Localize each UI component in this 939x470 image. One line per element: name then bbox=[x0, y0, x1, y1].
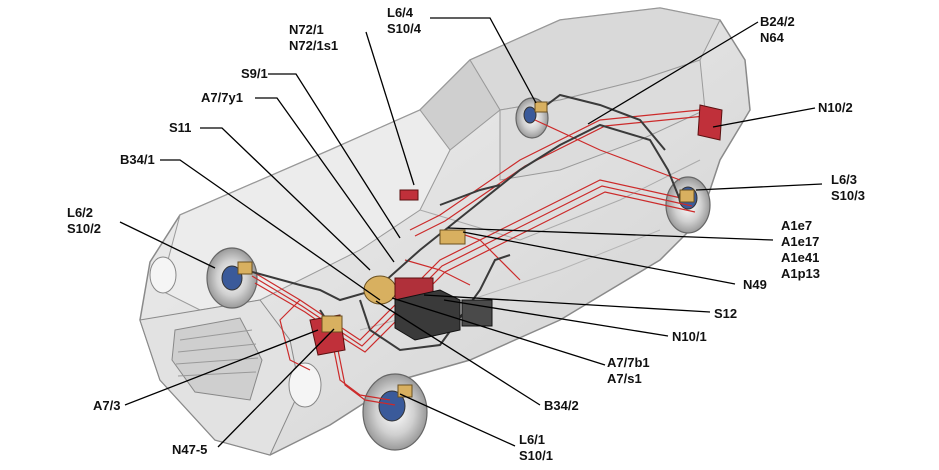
sensor-rr bbox=[679, 189, 695, 203]
label-l6-1: L6/1 S10/1 bbox=[519, 432, 553, 464]
wheel-front-right bbox=[362, 373, 428, 451]
dash-unit bbox=[439, 229, 466, 245]
label-a7-3: A7/3 bbox=[93, 398, 121, 413]
label-a1-line3: A1e41 bbox=[781, 250, 820, 265]
sensor-rl bbox=[534, 101, 548, 113]
n72-switch bbox=[399, 189, 419, 201]
label-s9-1: S9/1 bbox=[241, 66, 268, 81]
components bbox=[237, 101, 723, 398]
label-n72-1-line2: N72/1s1 bbox=[289, 38, 339, 53]
label-l6-4-line1: L6/4 bbox=[387, 5, 414, 20]
label-l6-3-line2: S10/3 bbox=[831, 188, 865, 203]
label-l6-2-line1: L6/2 bbox=[67, 205, 94, 220]
label-l6-4: L6/4 S10/4 bbox=[387, 5, 421, 37]
label-n47-5: N47-5 bbox=[172, 442, 208, 457]
wheel-front-left bbox=[206, 247, 258, 309]
rear-sam-unit bbox=[697, 104, 723, 141]
label-a7-7b1-line2: A7/s1 bbox=[607, 371, 642, 386]
label-a1-group: A1e7 A1e17 A1e41 A1p13 bbox=[781, 218, 820, 282]
leader-lines bbox=[119, 17, 823, 448]
label-b24-2: B24/2 N64 bbox=[760, 14, 795, 46]
label-l6-3: L6/3 S10/3 bbox=[831, 172, 865, 204]
label-a7-7y1: A7/7y1 bbox=[201, 90, 243, 105]
label-s12: S12 bbox=[714, 306, 738, 321]
a7-3-unit bbox=[321, 315, 343, 333]
label-a1-line2: A1e17 bbox=[781, 234, 820, 249]
brake-lines bbox=[244, 93, 681, 352]
label-l6-4-line2: S10/4 bbox=[387, 21, 421, 36]
label-l6-1-line1: L6/1 bbox=[519, 432, 546, 447]
sensor-fr bbox=[397, 384, 413, 398]
label-b34-2: B34/2 bbox=[544, 398, 579, 413]
label-a1-line4: A1p13 bbox=[781, 266, 821, 281]
label-a7-7b1-line1: A7/7b1 bbox=[607, 355, 650, 370]
label-b24-2-line1: B24/2 bbox=[760, 14, 795, 29]
label-n10-2: N10/2 bbox=[818, 100, 853, 115]
battery bbox=[394, 289, 461, 341]
label-n72-1: N72/1 N72/1s1 bbox=[289, 22, 338, 54]
label-l6-2: L6/2 S10/2 bbox=[67, 205, 101, 237]
label-a7-7b1: A7/7b1 A7/s1 bbox=[607, 355, 650, 387]
label-l6-2-line2: S10/2 bbox=[67, 221, 101, 236]
label-l6-3-line1: L6/3 bbox=[831, 172, 858, 187]
label-l6-1-line2: S10/1 bbox=[519, 448, 553, 463]
label-n49: N49 bbox=[743, 277, 767, 292]
label-b34-1: B34/1 bbox=[120, 152, 155, 167]
label-a1-line1: A1e7 bbox=[781, 218, 813, 233]
label-n72-1-line1: N72/1 bbox=[289, 22, 324, 37]
label-n10-1: N10/1 bbox=[672, 329, 707, 344]
sensor-fl bbox=[237, 261, 253, 275]
label-s11: S11 bbox=[169, 120, 192, 135]
label-b24-2-line2: N64 bbox=[760, 30, 784, 45]
